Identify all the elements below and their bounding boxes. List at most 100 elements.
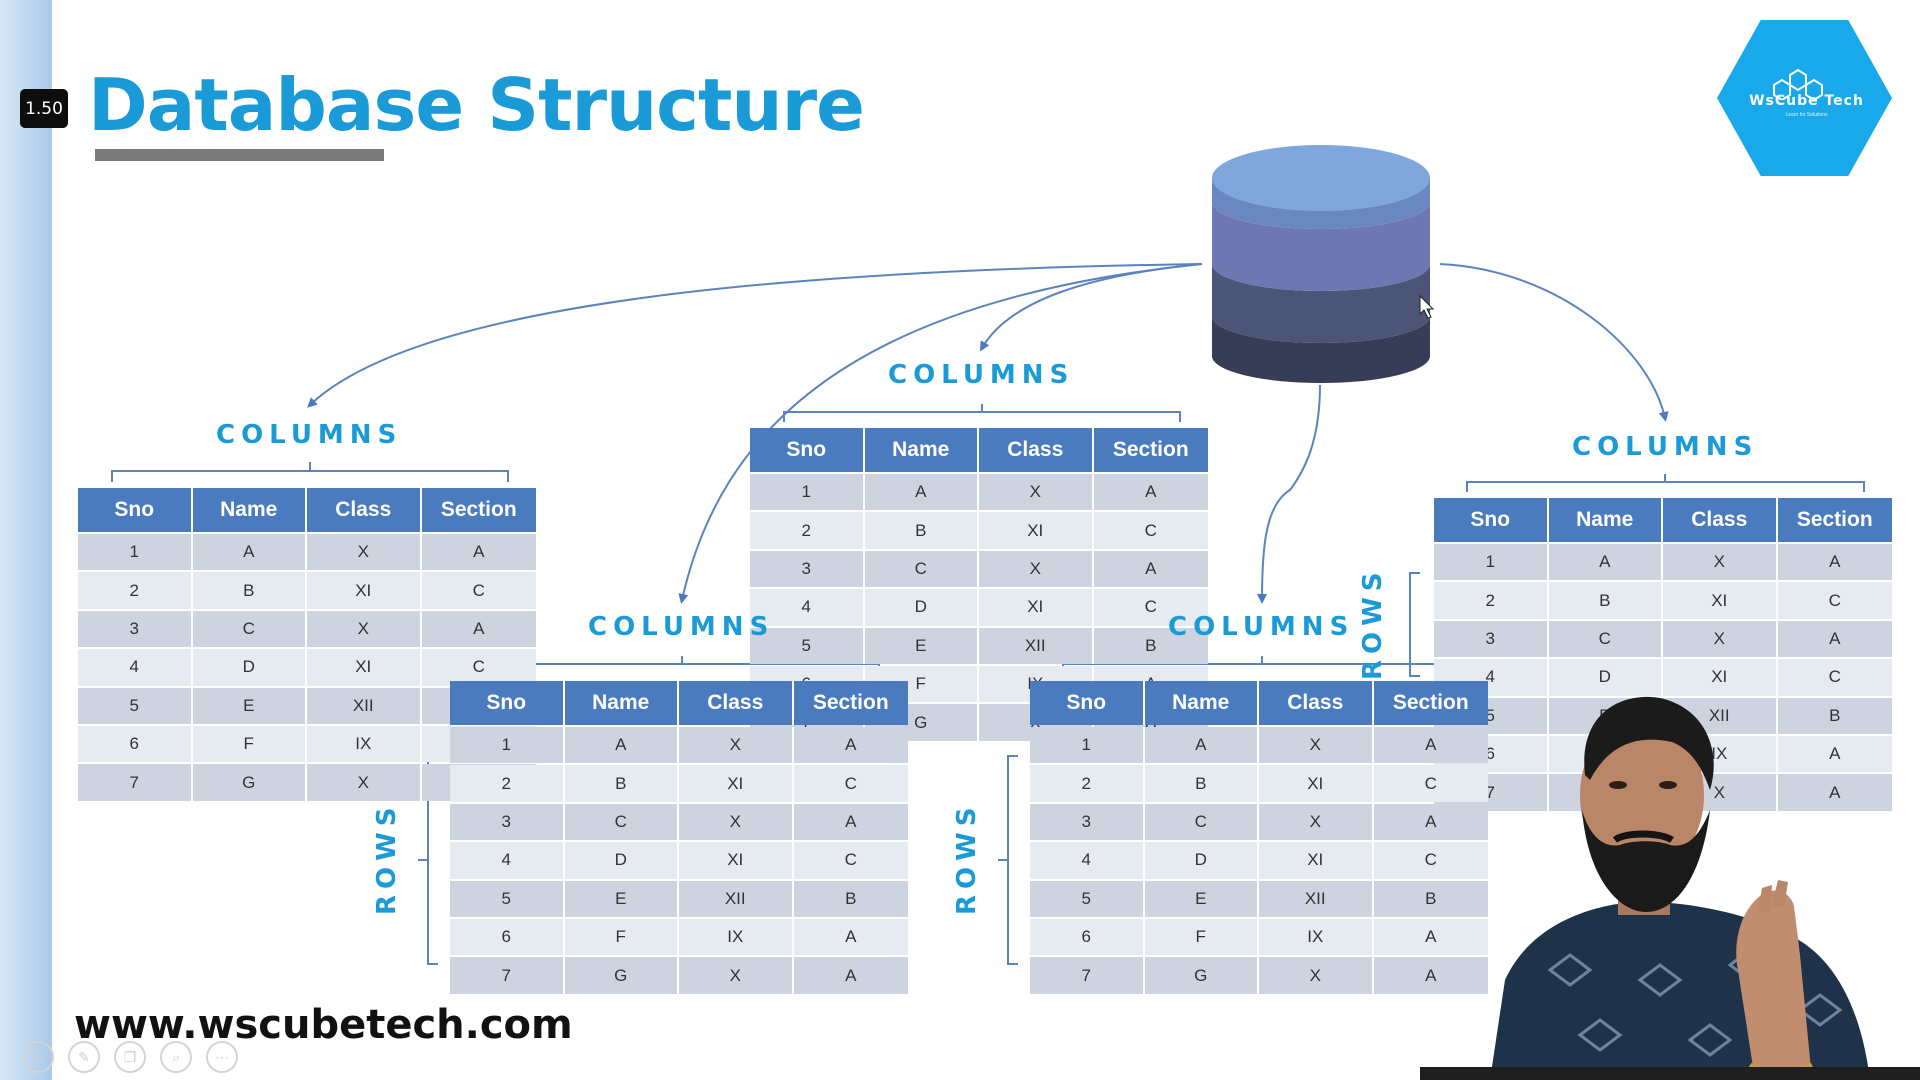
column-header: Class [1259,681,1374,725]
table-cell: 7 [78,764,193,801]
table-cell: 3 [750,550,865,588]
logo-name: WsCube Tech [1749,93,1864,109]
table-cell: E [864,627,979,664]
table-cell: C [864,550,979,588]
table-cell: G [192,764,307,801]
table-cell: B [1144,765,1259,802]
columns-label-4: COLUMNS [588,612,775,642]
table-cell: A [793,803,908,841]
column-header: Name [865,428,979,472]
table-cell: 3 [450,803,565,841]
table-cell: XII [307,687,422,724]
table-cell: A [793,727,908,764]
table-cell: X [1663,620,1778,658]
play-icon[interactable]: ▷ [22,1041,54,1073]
column-bracket-1 [111,462,509,482]
column-header: Sno [450,681,565,725]
table-cell: A [1777,774,1892,811]
table-cell: A [1548,544,1663,581]
table-cell: 4 [450,842,565,879]
table-cell: X [1259,727,1374,764]
table-cell: 2 [750,512,865,549]
arrow-to-table-5 [1439,263,1669,422]
table-cell: 2 [78,572,193,609]
table-cell: A [421,610,536,648]
logo-cubes [1773,68,1823,100]
table-cell: 5 [450,880,565,917]
table-cell: XI [679,842,794,879]
columns-label-3: COLUMNS [1572,432,1759,462]
column-header: Name [193,488,307,532]
column-header: Name [565,681,679,725]
table-cell: C [1373,842,1488,879]
table-cell: A [192,534,307,571]
column-header: Sno [750,428,865,472]
table-cell: X [307,610,422,648]
table-cell: B [1093,627,1208,664]
table-cell: X [679,727,794,764]
table-cell: 3 [1434,620,1549,658]
table-cell: 1 [1434,544,1549,581]
table-cell: X [307,764,422,801]
logo-tagline: Learn for Solutions [1785,112,1828,118]
table-cell: B [564,765,679,802]
copy-icon[interactable]: ❐ [114,1041,146,1073]
table-cell: A [1777,544,1892,581]
table-cell: C [1144,803,1259,841]
table-cell: E [1144,880,1259,917]
column-header: Section [812,691,889,714]
column-header: Class [979,428,1094,472]
playback-speed-badge[interactable]: 1.50 [20,89,68,128]
table-cell: 5 [750,627,865,664]
table-cell: C [1373,765,1488,802]
table-cell: XII [1259,880,1374,917]
table-cell: C [1093,512,1208,549]
table-cell: G [564,957,679,994]
table-cell: XI [307,649,422,686]
table-cell: 7 [1030,957,1145,994]
zoom-icon[interactable]: ⌕ [160,1041,192,1073]
table-cell: A [1144,727,1259,764]
table-cell: A [1093,550,1208,588]
table-cell: XI [307,572,422,609]
table-cell: 4 [78,649,193,686]
table-cell: X [1259,803,1374,841]
table-cell: 2 [450,765,565,802]
column-header: Sno [78,488,193,532]
column-bracket-5 [1466,474,1865,492]
table-cell: 3 [78,610,193,648]
table-cell: E [564,880,679,917]
more-icon[interactable]: ⋯ [206,1041,238,1073]
pen-icon[interactable]: ✎ [68,1041,100,1073]
column-header: Name [1549,498,1663,542]
table-cell: A [1373,957,1488,994]
column-bracket-2 [783,404,1181,422]
table-cell: B [1373,880,1488,917]
table-cell: 1 [450,727,565,764]
table-cell: 2 [1030,765,1145,802]
presentation-toolbar: ▷ ✎ ❐ ⌕ ⋯ [22,1041,238,1073]
table-cell: A [1777,620,1892,658]
table-cell: 5 [1030,880,1145,917]
table-cell: A [1373,918,1488,956]
columns-label-2: COLUMNS [888,360,1075,390]
arrow-to-table-3 [678,263,1203,604]
table-cell: IX [1259,918,1374,956]
